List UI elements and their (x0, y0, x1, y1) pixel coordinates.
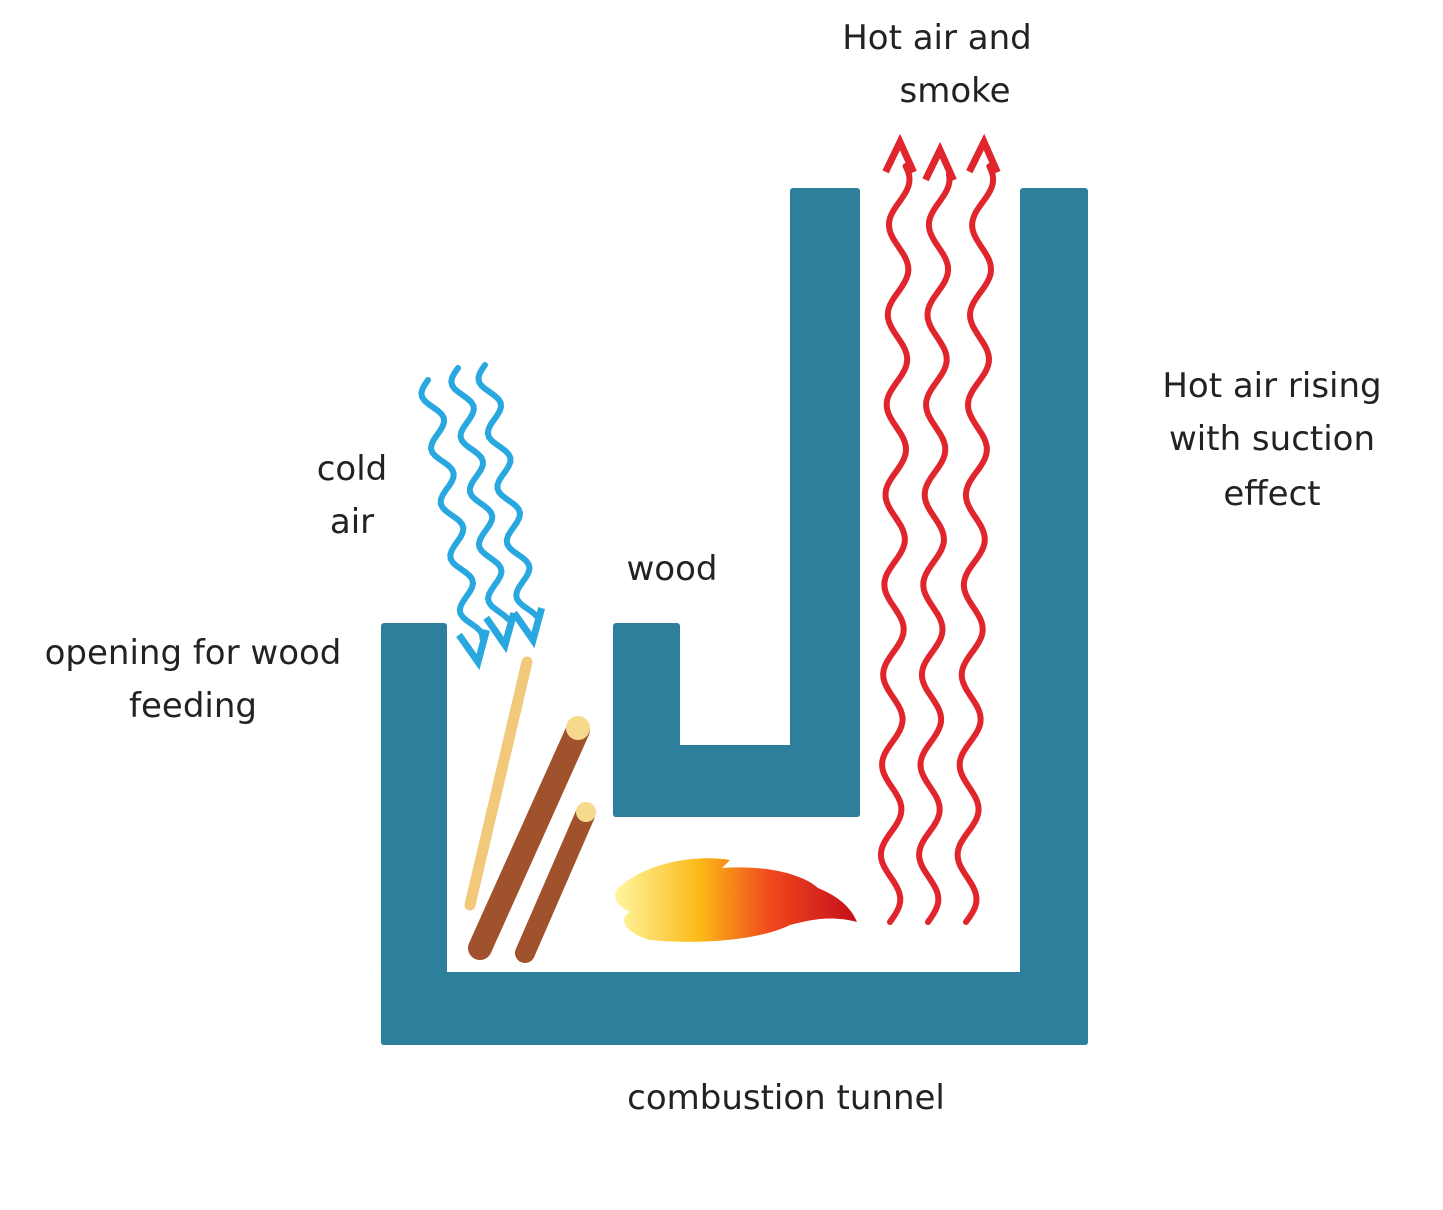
combustion-tunnel-floor (381, 972, 1088, 1045)
cold-air-arrows (418, 362, 546, 671)
arrowhead-icon (456, 629, 490, 671)
feed-tube-left-wall (381, 623, 447, 1045)
flame-icon (615, 858, 857, 942)
label-opening: opening for wood feeding (45, 633, 342, 726)
log-small (515, 805, 595, 963)
svg-text:Hot air and: Hot air and (842, 18, 1032, 58)
label-hot-air-rising: Hot air rising with suction effect (1162, 366, 1381, 514)
stove-body (381, 188, 1088, 1045)
cold-air-arrow (475, 362, 540, 619)
log-small-end (576, 802, 596, 822)
label-cold-air: cold air (317, 449, 388, 542)
svg-text:effect: effect (1223, 474, 1320, 514)
label-hot-air-smoke: Hot air and smoke (842, 18, 1032, 111)
hot-air-arrow (954, 163, 997, 925)
hot-air-arrows (877, 133, 1001, 925)
arrowhead-icon (511, 607, 546, 649)
cold-air-arrow (418, 377, 486, 642)
svg-text:opening for wood: opening for wood (45, 633, 342, 673)
cold-air-arrow (448, 365, 512, 623)
hot-air-arrow (916, 171, 953, 925)
thin-stick (464, 656, 533, 911)
svg-text:Hot air rising: Hot air rising (1162, 366, 1381, 406)
svg-text:feeding: feeding (129, 686, 257, 726)
hot-air-arrow (877, 163, 913, 925)
wood-sticks (464, 656, 596, 963)
svg-text:air: air (330, 502, 374, 542)
svg-text:smoke: smoke (899, 71, 1010, 111)
label-combustion-tunnel: combustion tunnel (627, 1078, 945, 1118)
arrowhead-icon (922, 141, 957, 182)
chimney-inner-wall (790, 188, 860, 817)
chimney-outer-wall (1020, 188, 1088, 1045)
arrowhead-icon (483, 612, 518, 654)
svg-text:cold: cold (317, 449, 388, 489)
label-wood: wood (627, 549, 718, 589)
arrowhead-icon (882, 133, 917, 174)
log-large-end (566, 716, 590, 740)
svg-text:with suction: with suction (1169, 419, 1375, 459)
log-large (468, 718, 590, 960)
arrowhead-icon (966, 133, 1001, 174)
